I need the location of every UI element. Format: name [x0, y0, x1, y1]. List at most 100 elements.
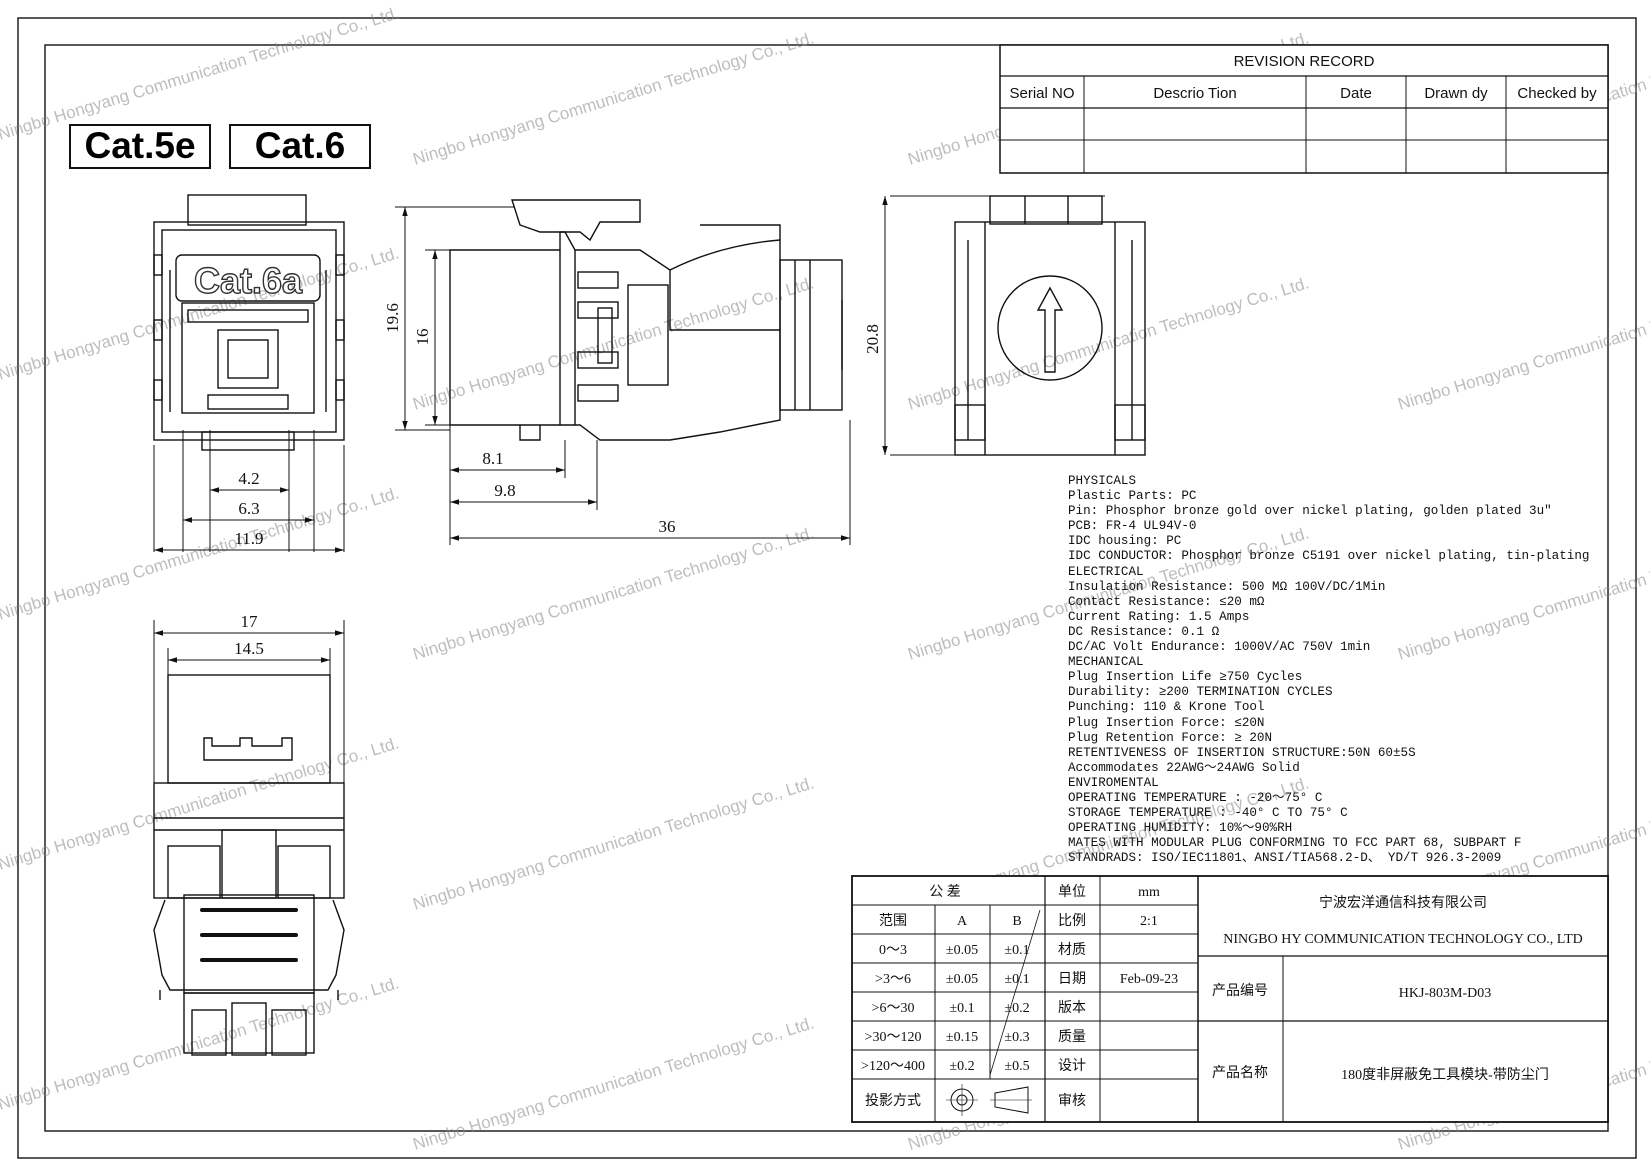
material-label: 材质 [1058, 942, 1086, 958]
spec-line: DC Resistance: 0.1 Ω [1068, 624, 1220, 639]
tol-b-3: ±0.2 [1004, 1001, 1029, 1016]
watermark-2: Ningbo Hongyang Communication Technology… [411, 28, 817, 168]
watermark-9: Ningbo Hongyang Communication Technology… [0, 483, 401, 623]
company-name-cn: 宁波宏洋通信科技有限公司 [1319, 894, 1487, 911]
tol-b-5: ±0.5 [1004, 1059, 1029, 1074]
dim-11-9: 11.9 [234, 529, 263, 548]
date-value: Feb-09-23 [1120, 972, 1178, 987]
watermark-14: Ningbo Hongyang Communication Technology… [411, 773, 817, 913]
spec-line: Contact Resistance: ≤20 mΩ [1068, 594, 1265, 609]
company-name-en: NINGBO HY COMMUNICATION TECHNOLOGY CO., … [1223, 932, 1582, 947]
spec-line: DC/AC Volt Endurance: 1000V/AC 750V 1min [1068, 640, 1371, 655]
category-badges: Cat.5e Cat.6 [69, 124, 371, 169]
watermark-8: Ningbo Hongyang Communication Technology… [1396, 273, 1650, 413]
projection-label: 投影方式 [865, 1093, 921, 1109]
product-name: 180度非屏蔽免工具模块-带防尘门 [1341, 1067, 1549, 1083]
tol-range-5: >120～400 [861, 1059, 925, 1074]
side-view [449, 199, 843, 441]
tol-b-2: ±0.1 [1004, 972, 1029, 987]
rear-view-dimensions [882, 195, 1145, 456]
scale-value: 2:1 [1140, 914, 1158, 929]
dim-9-8: 9.8 [494, 481, 515, 500]
tol-range-1: 0～3 [879, 943, 907, 958]
top-view-dimensions [153, 620, 345, 783]
col-a-header: A [957, 914, 968, 929]
watermark-10: Ningbo Hongyang Communication Technology… [411, 523, 817, 663]
title-block-text: 公 差 范围 A B 0～3 ±0.05 ±0.1 >3～6 ±0.05 ±0.… [861, 884, 1583, 1109]
revision-record-table: REVISION RECORD Serial NO Descrio Tion D… [999, 44, 1609, 174]
dim-19-6: 19.6 [383, 303, 402, 333]
watermark-18: Ningbo Hongyang Communication Technology… [411, 1013, 817, 1153]
inner-frame [44, 44, 1609, 1132]
badge-cat5e: Cat.5e [84, 125, 195, 166]
spec-line: Durability: ≥200 TERMINATION CYCLES [1068, 685, 1333, 700]
dim-14-5: 14.5 [234, 639, 264, 658]
tol-a-2: ±0.05 [946, 972, 978, 987]
spec-line: ENVIROMENTAL [1068, 775, 1159, 790]
specifications-block: PHYSICALS Plastic Parts: PC Pin: Phospho… [1068, 474, 1608, 866]
projection-symbol-cone [994, 1086, 1029, 1114]
quality-label: 质量 [1058, 1029, 1086, 1045]
tol-a-1: ±0.05 [946, 943, 978, 958]
range-header: 范围 [879, 912, 907, 929]
product-no-label: 产品编号 [1212, 983, 1268, 999]
dim-6-3: 6.3 [238, 499, 259, 518]
tol-range-2: >3～6 [875, 972, 911, 987]
spec-line: Plug Insertion Force: ≤20N [1068, 715, 1265, 730]
tolerance-header: 公 差 [929, 884, 961, 900]
dim-8-1: 8.1 [482, 449, 503, 468]
spec-line: OPERATING HUMIDITY: 10%～90%RH [1068, 821, 1293, 836]
spec-line: STORAGE TEMPERATURE : -40° C TO 75° C [1068, 806, 1348, 821]
spec-line: Insulation Resistance: 500 MΩ 100V/DC/1M… [1068, 579, 1386, 594]
tol-b-4: ±0.3 [1004, 1030, 1029, 1045]
tol-a-3: ±0.1 [949, 1001, 974, 1016]
scale-label: 比例 [1058, 913, 1086, 929]
dim-4-2: 4.2 [238, 469, 259, 488]
watermark-7: Ningbo Hongyang Communication Technology… [906, 273, 1312, 413]
unit-value: mm [1138, 885, 1160, 900]
badge-cat6: Cat.6 [255, 125, 345, 166]
tol-b-1: ±0.1 [1004, 943, 1029, 958]
outer-frame [17, 17, 1637, 1159]
tol-a-5: ±0.2 [949, 1059, 974, 1074]
front-view-dimensions [153, 430, 345, 553]
spec-line: ELECTRICAL [1068, 564, 1144, 579]
dim-36: 36 [659, 517, 676, 536]
unit-label: 单位 [1058, 884, 1086, 900]
tol-a-4: ±0.15 [946, 1030, 978, 1045]
front-view [153, 194, 345, 451]
watermark-1: Ningbo Hongyang Communication Technology… [0, 3, 401, 143]
top-view [153, 674, 345, 1056]
spec-line: MECHANICAL [1068, 655, 1144, 670]
tol-range-3: >6～30 [872, 1001, 915, 1016]
product-no: HKJ-803M-D03 [1399, 986, 1492, 1001]
side-view-dimensions [395, 206, 851, 545]
spec-line: Plug Retention Force: ≥ 20N [1068, 730, 1273, 745]
dim-17: 17 [241, 612, 259, 631]
revision-col-date: Date [1340, 85, 1372, 102]
spec-line: PCB: FR-4 UL94V-0 [1068, 519, 1197, 534]
spec-line: PHYSICALS [1068, 474, 1137, 488]
date-label: 日期 [1058, 971, 1086, 987]
rear-circle [997, 275, 1103, 381]
design-label: 设计 [1058, 1058, 1086, 1074]
cat6a-label: Cat.6a [194, 260, 303, 301]
title-block [851, 875, 1609, 1123]
version-label: 版本 [1058, 1000, 1086, 1016]
spec-line: Pin: Phosphor bronze gold over nickel pl… [1068, 504, 1552, 519]
spec-line: STANDRADS: ISO/IEC11801、ANSI/TIA568.2-D、… [1068, 851, 1502, 866]
spec-line: Punching: 110 & Krone Tool [1068, 700, 1265, 715]
spec-line: Accommodates 22AWG～24AWG Solid [1068, 760, 1300, 775]
revision-title: REVISION RECORD [1234, 53, 1375, 70]
review-label: 审核 [1058, 1093, 1086, 1109]
col-b-header: B [1012, 914, 1021, 929]
spec-line: OPERATING TEMPERATURE : -20～75° C [1068, 790, 1323, 805]
revision-col-drawn: Drawn dy [1424, 85, 1488, 102]
rear-view [954, 195, 1146, 456]
spec-line: Plug Insertion Life ≥750 Cycles [1068, 670, 1303, 685]
watermark-13: Ningbo Hongyang Communication Technology… [0, 733, 401, 873]
spec-line: IDC CONDUCTOR: Phosphor bronze C5191 ove… [1068, 549, 1590, 564]
revision-col-checked: Checked by [1517, 85, 1597, 102]
spec-line: IDC housing: PC [1068, 534, 1182, 549]
